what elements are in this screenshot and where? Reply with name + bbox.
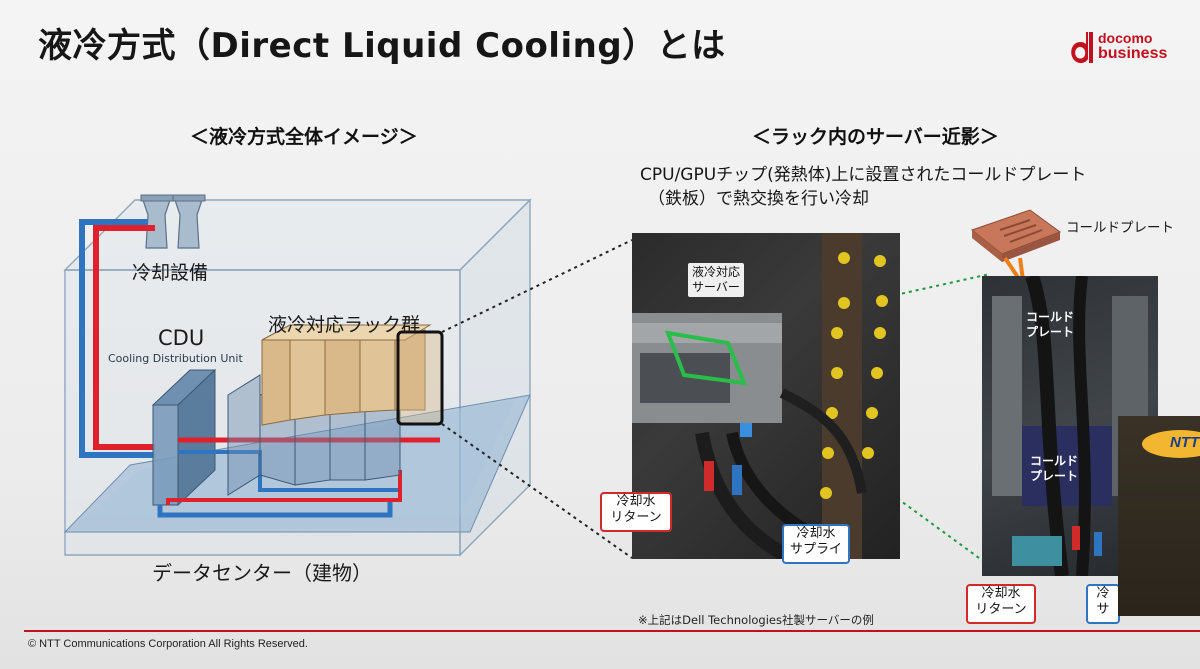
- server-tag-line1: 液冷対応: [692, 265, 741, 279]
- server-tag: 液冷対応 サーバー: [688, 263, 745, 297]
- server-closeup-photo: コールド プレート コールド プレート: [982, 276, 1158, 576]
- logo-line2: business: [1098, 45, 1168, 62]
- cold-plate-tag-upper-line2: プレート: [1026, 325, 1075, 339]
- cold-plate-tag-lower-line1: コールド: [1030, 454, 1079, 468]
- copyright-text: © NTT Communications Corporation All Rig…: [28, 638, 308, 650]
- cold-plate-tag-lower-line2: プレート: [1030, 469, 1079, 483]
- supply-callout-line2: サプライ: [789, 542, 842, 557]
- zoom-connectors: [441, 239, 633, 559]
- server-board-illustration: [992, 276, 1148, 576]
- left-section-heading: ＜液冷方式全体イメージ＞: [190, 126, 418, 148]
- description-line1: CPU/GPUチップ(発熱体)上に設置されたコールドプレート: [640, 165, 1087, 185]
- highlighted-rack: [396, 330, 444, 426]
- ntt-logo-icon: [1142, 430, 1200, 458]
- ntt-logo-text: NTT: [1170, 434, 1200, 451]
- return-callout-line2: リターン: [610, 510, 662, 525]
- cold-plate-tag-lower: コールド プレート: [1030, 454, 1078, 484]
- example-note: ※上記はDell Technologies社製サーバーの例: [638, 613, 874, 627]
- slide-title: 液冷方式（Direct Liquid Cooling）とは: [38, 26, 726, 66]
- docomo-business-logo: docomo business: [1068, 30, 1180, 70]
- supply-callout-closeup: 冷 サ: [1086, 584, 1120, 624]
- server-tag-line2: サーバー: [692, 280, 740, 294]
- logo-line1: docomo: [1098, 30, 1153, 46]
- cold-plate-tag-upper: コールド プレート: [1026, 310, 1074, 340]
- return-closeup-line2: リターン: [975, 602, 1027, 617]
- server-rack-photo: 液冷対応 サーバー: [632, 233, 900, 559]
- docomo-d-icon: [1071, 32, 1093, 64]
- liquid-cooled-racks: [261, 324, 432, 426]
- facility-pipes: [79, 219, 155, 458]
- return-callout-line1: 冷却水: [616, 494, 656, 509]
- rack-group-label: 液冷対応ラック群: [268, 314, 421, 336]
- return-callout-photo: 冷却水 リターン: [600, 492, 672, 532]
- cdu-title: CDU: [158, 326, 205, 350]
- return-callout-closeup: 冷却水 リターン: [966, 584, 1036, 624]
- cooling-tower-icon: [140, 194, 206, 249]
- server-rack-illustration: [632, 233, 888, 559]
- return-closeup-line1: 冷却水: [981, 586, 1021, 601]
- footer-divider: [24, 630, 1200, 632]
- supply-callout-line1: 冷却水: [796, 526, 836, 541]
- cold-plate-icon: [970, 209, 1062, 262]
- cdu-subtitle: Cooling Distribution Unit: [108, 352, 243, 365]
- right-section-heading: ＜ラック内のサーバー近影＞: [752, 126, 999, 148]
- cold-plate-label: コールドプレート: [1066, 220, 1174, 236]
- description-line2: （鉄板）で熱交換を行い冷却: [648, 189, 869, 209]
- cooling-facility-label: 冷却設備: [132, 262, 209, 284]
- supply-callout-photo: 冷却水 サプライ: [782, 524, 850, 564]
- supply-closeup-line1: 冷: [1096, 586, 1110, 601]
- cold-plate-tag-upper-line1: コールド: [1026, 310, 1075, 324]
- datacenter-label: データセンター（建物）: [152, 561, 372, 585]
- supply-closeup-line2: サ: [1096, 602, 1110, 617]
